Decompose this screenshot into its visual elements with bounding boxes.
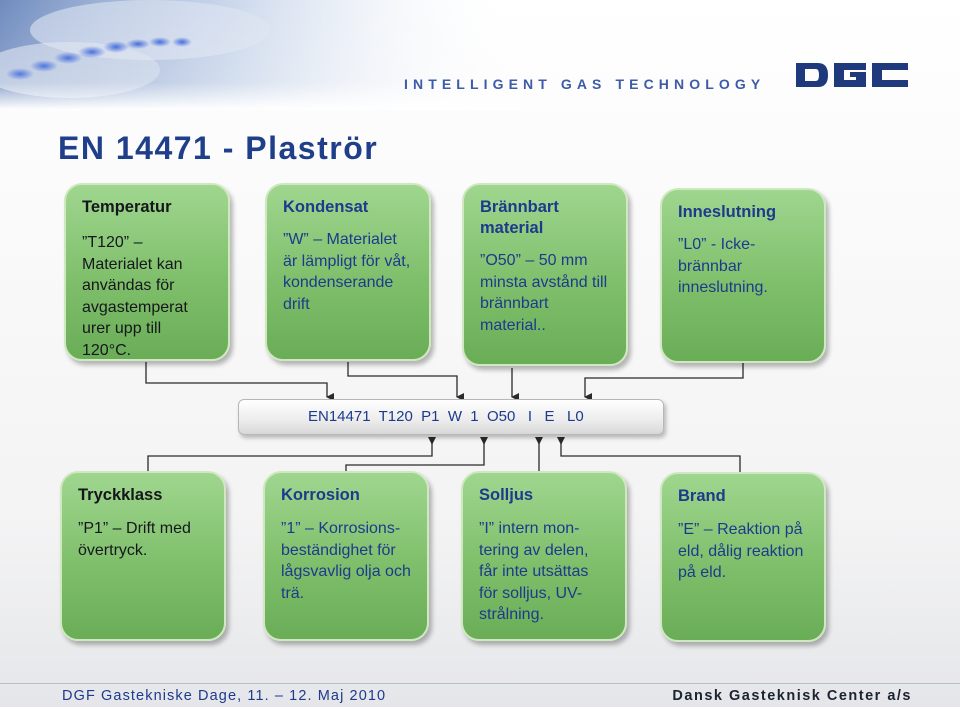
box-korrosion: Korrosion ”1” – Korrosions-beständighet … [263, 471, 429, 641]
footer-event: DGF Gastekniske Dage, 11. – 12. Maj 2010 [62, 688, 387, 704]
box-brand: Brand ”E” – Reaktion på eld, dålig reakt… [660, 472, 826, 642]
page-title: EN 14471 - Plaströr [58, 130, 379, 166]
dgc-logo [794, 62, 910, 88]
box-title: Solljus [479, 486, 534, 504]
box-title: Brännbart material [480, 198, 559, 237]
box-body: ”L0” - Icke-brännbar inneslutning. [678, 236, 768, 296]
box-body: ”T120” – Materialet kan användas för avg… [82, 234, 188, 359]
box-temperatur: Temperatur ”T120” – Materialet kan använ… [64, 183, 230, 361]
box-title: Brand [678, 487, 726, 505]
box-title: Tryckklass [78, 486, 163, 504]
header-flame-image [0, 0, 520, 110]
box-body: ”I” intern mon-tering av delen, får inte… [479, 520, 589, 623]
box-brannbart-material: Brännbart material ”O50” – 50 mm minsta … [462, 183, 628, 366]
footer-divider [0, 683, 960, 684]
box-title: Inneslutning [678, 203, 777, 221]
company-tagline: INTELLIGENT GAS TECHNOLOGY [404, 76, 766, 92]
box-body: ”W” – Materialet är lämpligt för våt, ko… [283, 231, 411, 313]
box-solljus: Solljus ”I” intern mon-tering av delen, … [461, 471, 627, 641]
box-body: ”E” – Reaktion på eld, dålig reaktion på… [678, 521, 804, 581]
box-kondensat: Kondensat ”W” – Materialet är lämpligt f… [265, 183, 431, 361]
footer-company: Dansk Gasteknisk Center a/s [672, 688, 912, 704]
box-title: Korrosion [281, 486, 360, 504]
box-tryckklass: Tryckklass ”P1” – Drift med övertryck. [60, 471, 226, 641]
box-title: Temperatur [82, 198, 172, 216]
box-inneslutning: Inneslutning ”L0” - Icke-brännbar innesl… [660, 188, 826, 363]
box-body: ”P1” – Drift med övertryck. [78, 520, 191, 559]
box-title: Kondensat [283, 198, 369, 216]
en14471-code-bar: EN14471 T120 P1 W 1 O50 I E L0 [238, 399, 664, 435]
box-body: ”1” – Korrosions-beständighet för lågsva… [281, 520, 411, 602]
box-body: ”O50” – 50 mm minsta avstånd till brännb… [480, 252, 608, 334]
